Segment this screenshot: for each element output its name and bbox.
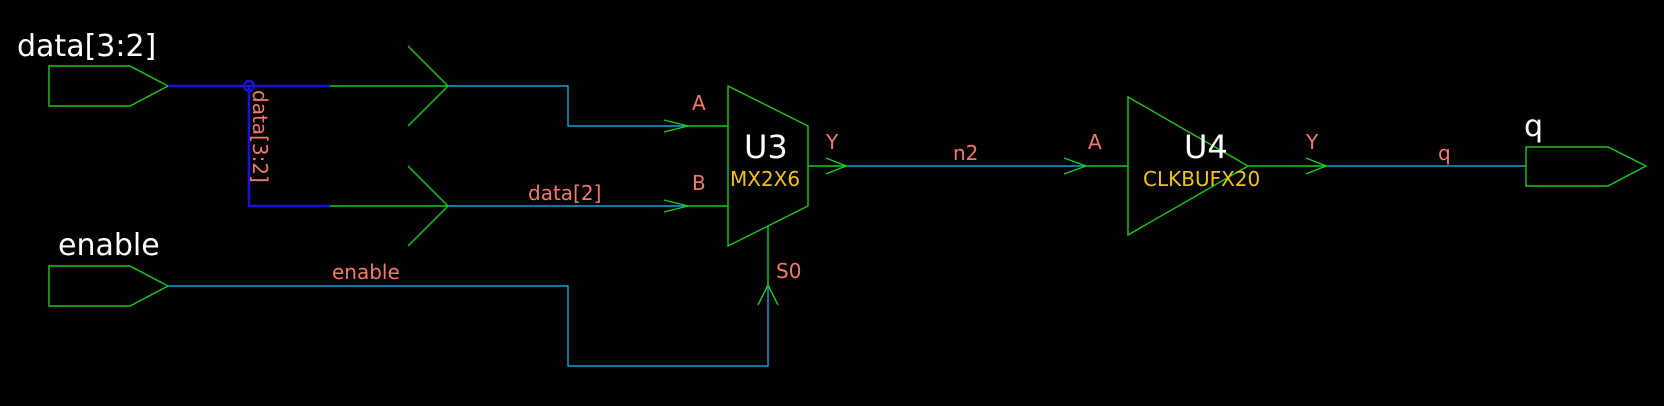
input-port-data[interactable]: [48, 65, 170, 107]
net-label-n2: n2: [953, 141, 978, 165]
bus-ripper-top: [330, 45, 449, 127]
u3-pin-s0: S0: [776, 259, 801, 283]
bus-net-label: data[3:2]: [248, 90, 272, 183]
arrow-u4-a: [1063, 157, 1089, 175]
bus-wire-branch[interactable]: [247, 86, 330, 208]
port-label-enable: enable: [58, 228, 160, 263]
port-label-data: data[3:2]: [17, 29, 156, 64]
u4-pin-a: A: [1088, 130, 1102, 154]
u3-instance-name: U3: [744, 128, 788, 166]
port-label-q: q: [1524, 109, 1543, 144]
u4-instance-name: U4: [1184, 128, 1228, 166]
u4-cell-type: CLKBUFX20: [1143, 167, 1260, 191]
wire-enable[interactable]: [168, 285, 769, 367]
buffer-u4[interactable]: [1127, 95, 1250, 237]
bus-junction: [242, 79, 256, 93]
input-port-enable[interactable]: [48, 265, 170, 307]
output-port-q[interactable]: [1525, 146, 1648, 187]
net-label-q: q: [1438, 141, 1451, 165]
net-label-data2: data[2]: [528, 181, 601, 205]
arrow-u4-y: [1305, 157, 1328, 175]
u3-pin-y: Y: [825, 130, 839, 154]
u3-cell-type: MX2X6: [730, 167, 800, 191]
u3-pin-a: A: [692, 91, 706, 115]
bus-ripper-bottom: [330, 165, 449, 247]
u3-pin-b: B: [692, 171, 706, 195]
wire-data3[interactable]: [448, 85, 688, 127]
mux-u3[interactable]: [727, 84, 809, 248]
arrow-u3-y: [825, 157, 848, 175]
u3-input-stubs: [688, 125, 728, 207]
net-label-enable: enable: [332, 260, 400, 284]
u4-pin-y: Y: [1305, 130, 1319, 154]
